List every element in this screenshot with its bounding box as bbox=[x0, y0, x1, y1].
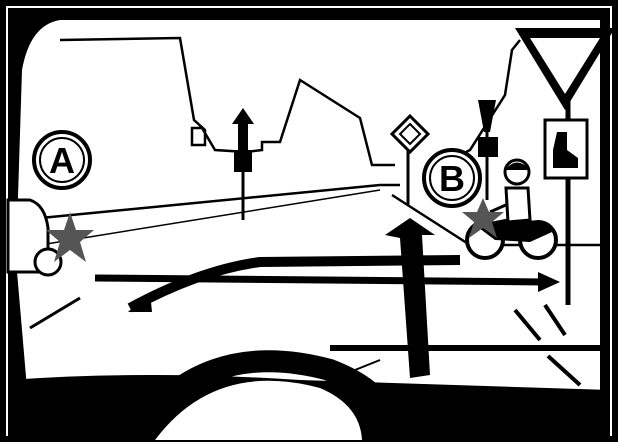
crossing-path-arrow bbox=[95, 278, 545, 282]
label-b: B bbox=[439, 158, 465, 199]
label-a-badge: A bbox=[34, 132, 90, 188]
label-b-badge: B bbox=[424, 150, 480, 206]
top-roof-bar bbox=[8, 8, 610, 20]
traffic-light-box bbox=[478, 137, 498, 157]
right-frame bbox=[600, 20, 610, 440]
label-a: A bbox=[49, 140, 75, 181]
